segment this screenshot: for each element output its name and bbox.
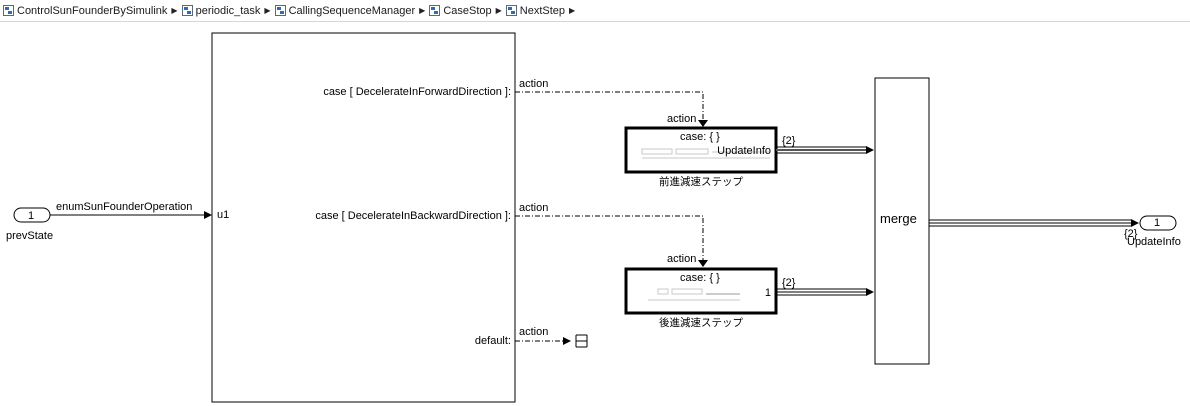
bus-signal-output[interactable] — [929, 219, 1132, 227]
bus-signal-backward[interactable] — [776, 288, 866, 296]
subsystem-header: case: { } — [680, 131, 720, 143]
chevron-right-icon: ▶ — [264, 6, 271, 15]
action-label: action — [519, 326, 549, 338]
case-label-backward: case [ DecelerateInBackwardDirection ]: — [315, 210, 511, 222]
chevron-right-icon: ▶ — [171, 6, 178, 15]
merge-block[interactable] — [874, 77, 930, 365]
breadcrumb-item-controlsunfounderbysimulink[interactable]: ControlSunFounderBySimulink ▶ — [3, 5, 178, 17]
chevron-right-icon: ▶ — [495, 6, 502, 15]
breadcrumb-label: CallingSequenceManager — [288, 4, 416, 17]
subsystem-output-label: 1 — [764, 287, 771, 299]
subsystem-icon — [181, 5, 193, 16]
signal-arrow — [1131, 219, 1139, 227]
switch-case-block[interactable] — [211, 32, 516, 403]
action-line-case2[interactable] — [515, 215, 704, 266]
breadcrumb-label: periodic_task — [195, 4, 261, 17]
action-port-label: action — [667, 253, 697, 265]
inport-number: 1 — [28, 210, 35, 222]
breadcrumb-label: NextStep — [519, 4, 566, 17]
diagram-canvas[interactable]: 1 prevState enumSunFounderOperation u1 c… — [0, 23, 1190, 406]
signal-dimension-label: {2} — [782, 277, 796, 289]
signal-arrow — [866, 288, 874, 296]
subsystem-header: case: { } — [680, 272, 720, 284]
switch-input-port-label: u1 — [217, 209, 230, 221]
action-line-case1[interactable] — [515, 91, 704, 126]
subsystem-thumbnail — [641, 148, 770, 159]
signal-dimension-label: {2} — [1124, 228, 1138, 240]
subsystem-name: 後進減速ステップ — [659, 317, 743, 329]
case-label-forward: case [ DecelerateInForwardDirection ]: — [323, 86, 511, 98]
signal-arrow — [866, 146, 874, 154]
signal-label: enumSunFounderOperation — [56, 201, 193, 213]
action-port-label: action — [667, 113, 697, 125]
subsystem-icon — [429, 5, 441, 16]
merge-label: merge — [880, 211, 917, 226]
outport-block[interactable] — [1139, 215, 1177, 231]
subsystem-block-forward[interactable] — [624, 126, 778, 174]
subsystem-icon — [274, 5, 286, 16]
model-icon — [3, 5, 14, 16]
bus-signal-forward[interactable] — [776, 146, 866, 154]
action-label: action — [519, 202, 549, 214]
case-label-default: default: — [474, 335, 511, 347]
breadcrumb-label: ControlSunFounderBySimulink — [17, 4, 168, 17]
breadcrumb-item-casestop[interactable]: CaseStop ▶ — [429, 4, 502, 17]
breadcrumb-label: CaseStop — [443, 4, 492, 17]
action-arrow-case2 — [698, 260, 708, 267]
outport-name: UpdateInfo — [1127, 236, 1181, 248]
subsystem-thumbnail — [648, 288, 740, 301]
outport-number: 1 — [1154, 217, 1161, 229]
breadcrumb-item-callingsequencemanager[interactable]: CallingSequenceManager ▶ — [274, 4, 426, 17]
action-arrow-default — [563, 337, 571, 345]
chevron-right-icon: ▶ — [419, 6, 426, 15]
inport-name: prevState — [6, 230, 54, 242]
subsystem-block-backward[interactable] — [624, 267, 778, 315]
action-label: action — [519, 78, 549, 90]
subsystem-name: 前進減速ステップ — [659, 176, 743, 188]
breadcrumb-item-periodic-task[interactable]: periodic_task ▶ — [181, 4, 271, 17]
breadcrumb-item-nextstep[interactable]: NextStep ▶ — [505, 4, 576, 17]
terminator-block[interactable] — [575, 334, 588, 348]
breadcrumb: ControlSunFounderBySimulink ▶ periodic_t… — [0, 0, 1190, 22]
chevron-right-icon: ▶ — [569, 6, 576, 15]
action-arrow-case1 — [698, 120, 708, 127]
subsystem-output-label: UpdateInfo — [717, 145, 771, 157]
subsystem-icon — [505, 5, 517, 16]
signal-dimension-label: {2} — [782, 135, 796, 147]
diagram-lines — [13, 32, 1177, 403]
